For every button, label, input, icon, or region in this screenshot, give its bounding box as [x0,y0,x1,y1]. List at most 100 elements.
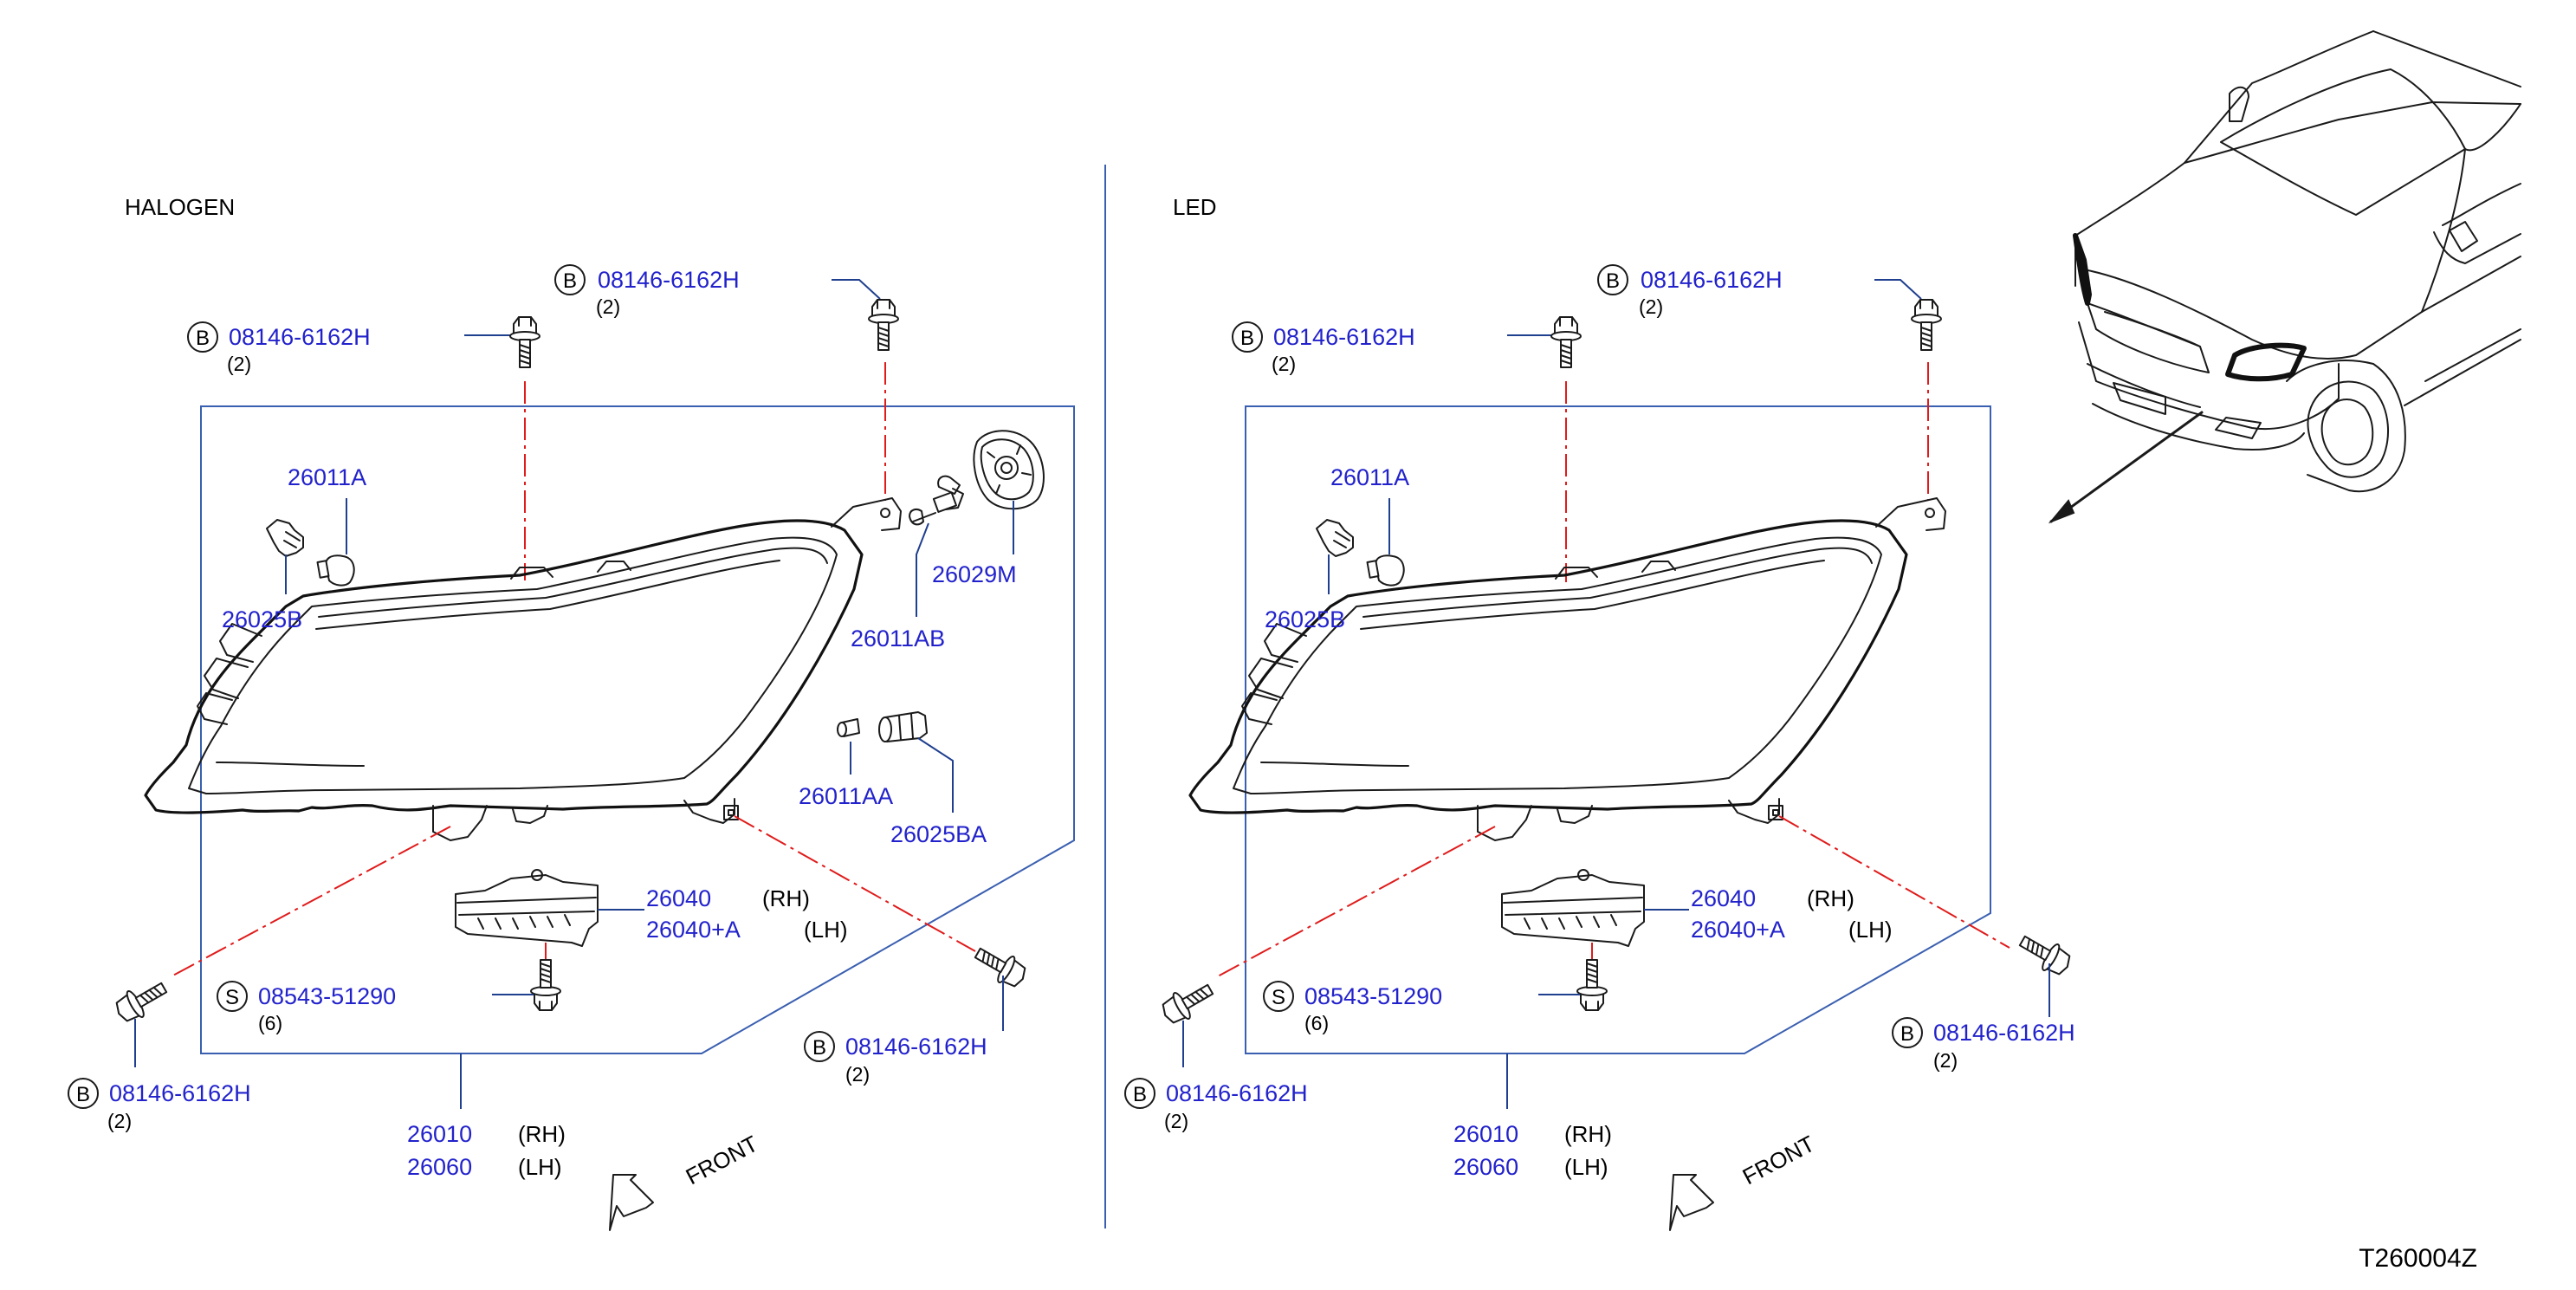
part-number-26040[interactable]: 26040 [646,885,711,911]
part-number[interactable]: 08146-6162H [229,324,371,350]
bulb-socket-icon [878,711,928,742]
quantity: (2) [596,295,620,318]
led-panel: LED B 08146-6162H (2) B 08146-6162H (2) [1124,194,2076,1231]
symbol-b-circle: B [1597,264,1628,295]
part-number-26010[interactable]: 26010 [407,1121,472,1147]
part-number-26011aa[interactable]: 26011AA [799,783,893,809]
part-number-26010[interactable]: 26010 [1453,1121,1518,1147]
callout-bolt-top-right: B 08146-6162H (2) [554,264,881,318]
svg-text:B: B [76,1083,90,1106]
side-label-rh: (RH) [518,1121,566,1147]
panel-title-led: LED [1173,194,1217,220]
symbol-b-circle: B [68,1078,99,1109]
quantity: (2) [1272,353,1296,375]
quantity: (2) [1639,295,1663,318]
hex-bolt-icon [530,959,561,1011]
dust-cap-icon [973,430,1045,510]
part-number[interactable]: 08146-6162H [1641,267,1783,293]
centerline [734,815,976,952]
hex-bolt-icon [1576,959,1608,1011]
part-number-26060[interactable]: 26060 [407,1154,472,1180]
svg-text:B: B [1240,327,1254,350]
part-number[interactable]: 08146-6162H [1166,1080,1308,1106]
symbol-s-circle: S [217,981,248,1012]
part-number-26011a[interactable]: 26011A [288,464,366,490]
part-number-26011ab[interactable]: 26011AB [851,626,945,651]
part-number-26060[interactable]: 26060 [1453,1154,1518,1180]
symbol-s-circle: S [1263,981,1294,1012]
callout-bolt-top-left: B 08146-6162H (2) [187,321,515,375]
side-label-lh: (LH) [804,917,848,943]
svg-text:B: B [196,327,210,350]
svg-text:S: S [225,986,239,1009]
part-number-26025b[interactable]: 26025B [1265,606,1345,632]
centerline [169,826,451,978]
hex-bolt-icon [110,974,172,1027]
bulb-icon [837,718,860,737]
bracket-icon [455,869,599,947]
front-label: FRONT [1738,1131,1819,1190]
symbol-b-circle: B [187,321,218,353]
headlamp-assembly-icon [1188,497,1946,841]
headlamp-assembly-icon [144,497,902,841]
hex-bolt-icon [969,939,1032,993]
symbol-b-circle: B [804,1031,835,1062]
centerline [1778,815,2010,949]
quantity: (6) [258,1012,282,1034]
quantity: (2) [845,1063,870,1086]
front-arrow-icon [1669,1174,1714,1231]
part-number-26029m[interactable]: 26029M [932,561,1017,587]
svg-text:B: B [812,1036,826,1060]
svg-text:B: B [563,269,577,293]
side-label-lh: (LH) [518,1154,562,1180]
part-number-26025b[interactable]: 26025B [222,606,302,632]
part-number-08543-51290[interactable]: 08543-51290 [258,983,396,1009]
quantity: (2) [227,353,251,375]
vehicle-front-icon [2048,30,2521,524]
part-number[interactable]: 08146-6162H [109,1080,251,1106]
quantity: (6) [1304,1012,1329,1034]
hex-bolt-icon [1156,976,1219,1029]
part-number[interactable]: 08146-6162H [845,1034,987,1060]
symbol-b-circle: B [1892,1017,1923,1048]
part-number-26040a[interactable]: 26040+A [646,917,741,943]
hex-bolt-icon [868,299,899,351]
part-number-26040a[interactable]: 26040+A [1691,917,1785,943]
part-number[interactable]: 08146-6162H [598,267,740,293]
svg-text:B: B [1606,269,1620,293]
hex-bolt-icon [1911,299,1942,351]
side-label-rh: (RH) [762,885,810,911]
symbol-b-circle: B [1232,321,1263,353]
front-label: FRONT [682,1131,762,1190]
part-number[interactable]: 08146-6162H [1933,1020,2075,1046]
bulb-socket-icon [1316,519,1354,557]
part-number[interactable]: 08146-6162H [1273,324,1415,350]
side-label-lh: (LH) [1564,1154,1608,1180]
bulb-socket-icon [266,519,304,557]
quantity: (2) [107,1110,132,1132]
part-number-26040[interactable]: 26040 [1691,885,1756,911]
bracket-icon [1501,869,1645,947]
bulb-icon [316,554,355,587]
symbol-b-circle: B [1124,1078,1155,1109]
bulb-icon [1366,554,1405,587]
part-number-26025ba[interactable]: 26025BA [890,821,987,847]
assembly-frame [1245,405,1991,1054]
svg-text:B: B [1900,1022,1914,1046]
svg-text:B: B [1133,1083,1147,1106]
hex-bolt-icon [1550,316,1582,368]
assembly-frame [200,405,1075,1054]
quantity: (2) [1164,1110,1188,1132]
hex-bolt-icon [509,316,540,368]
halogen-panel: HALOGEN B 08146-6162H (2) B 08146-6162H … [68,194,1075,1231]
bulb-icon [909,475,964,526]
part-number-08543-51290[interactable]: 08543-51290 [1304,983,1442,1009]
hex-bolt-icon [2014,927,2076,981]
front-arrow-icon [609,1174,654,1231]
panel-title-halogen: HALOGEN [125,194,235,220]
centerline [1215,826,1496,978]
quantity: (2) [1933,1049,1958,1072]
part-number-26011a[interactable]: 26011A [1330,464,1409,490]
